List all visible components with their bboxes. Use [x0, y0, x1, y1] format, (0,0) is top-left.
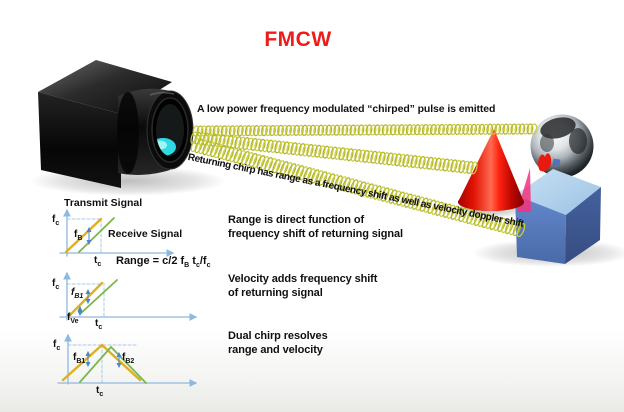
- transmit-dual-line: [61, 343, 142, 382]
- barrel-highlight: [149, 91, 175, 96]
- range-formula: Range = c/2 fB tc/fc: [116, 255, 211, 269]
- return-dual-line: [79, 345, 147, 384]
- fb2-label-chart3: fB2: [122, 352, 135, 365]
- emitted-pulse-label: A low power frequency modulated “chirped…: [197, 103, 496, 115]
- chirp-springs: [190, 123, 538, 238]
- fb1-label-chart2: fB1: [71, 287, 84, 300]
- cone-target: [458, 129, 524, 211]
- tc-label-chart1: tc: [94, 255, 102, 268]
- fc-label-chart1: fc: [52, 214, 60, 227]
- chart-transmit-receive: [59, 208, 175, 257]
- radar-camera: [38, 60, 194, 188]
- cube-reflection: [552, 158, 561, 167]
- fc-label-chart3: fc: [53, 339, 61, 352]
- transmit-signal-title: Transmit Signal: [64, 197, 143, 209]
- page-title: FMCW: [264, 28, 332, 51]
- return-line: [79, 279, 118, 315]
- fve-label-chart2: fVe: [67, 312, 79, 325]
- tc-label-chart3: tc: [96, 385, 104, 398]
- tc-label-chart2: tc: [95, 318, 103, 331]
- chart-velocity-shift: [59, 271, 198, 321]
- cone-reflection: [538, 153, 552, 172]
- fc-label-chart2: fc: [52, 278, 60, 291]
- chart-dual-chirp: [57, 333, 198, 387]
- receive-line: [78, 217, 115, 253]
- fb1-label-chart3: fB1: [73, 352, 86, 365]
- transmit-line: [64, 217, 103, 254]
- return-chirp-spring-2: [190, 137, 526, 238]
- receive-signal-title: Receive Signal: [108, 228, 183, 240]
- sphere-target: [530, 114, 594, 178]
- dual-chirp-annotation: Dual chirp resolves range and velocity: [228, 330, 328, 356]
- outgoing-chirp-spring: [192, 123, 538, 137]
- barrel-seam: [117, 92, 139, 174]
- fb-label-chart1: fB: [74, 229, 83, 242]
- range-annotation: Range is direct function of frequency sh…: [228, 214, 403, 240]
- sphere-reflection: [540, 117, 576, 139]
- cube-target: [515, 169, 601, 264]
- velocity-annotation: Velocity adds frequency shift of returni…: [228, 273, 378, 299]
